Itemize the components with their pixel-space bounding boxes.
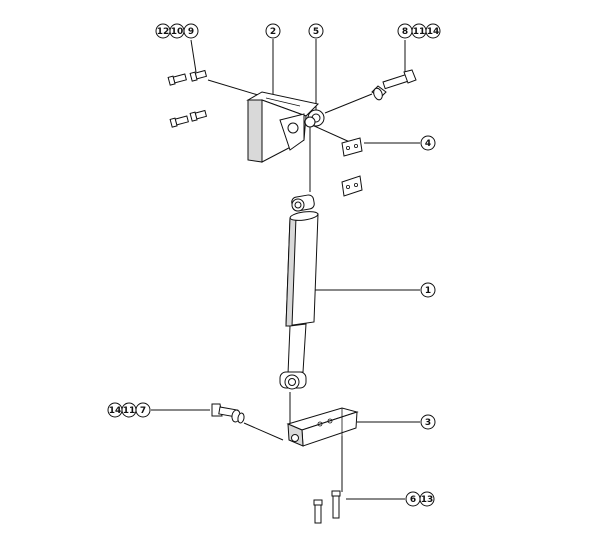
svg-text:14: 14 bbox=[109, 406, 122, 416]
shock-absorber bbox=[279, 194, 319, 390]
upper-bolt bbox=[371, 69, 417, 101]
lower-mounting-bracket bbox=[286, 407, 359, 447]
upper-bushing bbox=[304, 109, 325, 128]
svg-text:1: 1 bbox=[425, 286, 431, 296]
callout-14: 14 bbox=[425, 23, 441, 39]
svg-text:4: 4 bbox=[425, 139, 431, 149]
callout-1: 1 bbox=[420, 282, 436, 298]
callout-6: 6 bbox=[405, 491, 421, 507]
callout-5: 5 bbox=[308, 23, 324, 39]
callout-12: 12 bbox=[155, 23, 171, 39]
bottom-bolts bbox=[313, 490, 341, 524]
svg-text:9: 9 bbox=[188, 27, 194, 37]
callout-4: 4 bbox=[420, 135, 436, 151]
spacer-plates bbox=[341, 137, 363, 197]
svg-text:11: 11 bbox=[123, 406, 136, 416]
callout-11-lower: 11 bbox=[121, 402, 137, 418]
svg-text:2: 2 bbox=[270, 27, 276, 37]
callout-8: 8 bbox=[397, 23, 413, 39]
callout-10: 10 bbox=[169, 23, 185, 39]
svg-text:8: 8 bbox=[402, 27, 408, 37]
svg-text:13: 13 bbox=[421, 495, 434, 505]
svg-text:6: 6 bbox=[410, 495, 416, 505]
callout-7: 7 bbox=[135, 402, 151, 418]
lower-bolt bbox=[211, 403, 245, 424]
svg-text:10: 10 bbox=[171, 27, 184, 37]
callout-3: 3 bbox=[420, 414, 436, 430]
callout-13: 13 bbox=[419, 491, 435, 507]
svg-text:7: 7 bbox=[140, 406, 146, 416]
callout-14-lower: 14 bbox=[107, 402, 123, 418]
svg-text:3: 3 bbox=[425, 418, 431, 428]
small-mounting-bolts bbox=[167, 69, 208, 128]
svg-text:14: 14 bbox=[427, 27, 440, 37]
callout-2: 2 bbox=[265, 23, 281, 39]
svg-text:5: 5 bbox=[313, 27, 319, 37]
callout-labels: 12 10 9 2 5 8 11 14 bbox=[107, 23, 441, 507]
svg-text:11: 11 bbox=[413, 27, 426, 37]
leader-lines bbox=[151, 39, 420, 500]
upper-mounting-bracket bbox=[246, 91, 320, 163]
svg-text:12: 12 bbox=[157, 27, 170, 37]
callout-11: 11 bbox=[411, 23, 427, 39]
callout-9: 9 bbox=[183, 23, 199, 39]
